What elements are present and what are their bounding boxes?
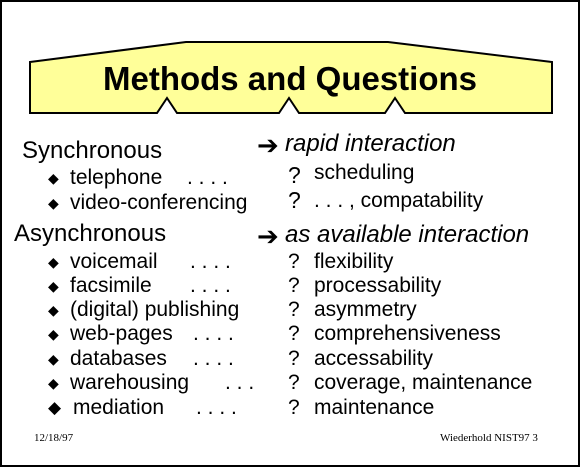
async-item-answer: flexibility — [314, 250, 394, 273]
async-item-dots: . . . — [225, 371, 255, 394]
async-item-dots: . . . . — [190, 274, 231, 297]
slide-title: Methods and Questions — [102, 60, 478, 97]
question-mark: ? — [288, 274, 300, 297]
async-item-answer: maintenance — [314, 396, 435, 419]
async-item-answer: coverage, maintenance — [314, 371, 533, 394]
question-mark: ? — [288, 187, 301, 213]
async-item-label: voicemail — [70, 250, 158, 273]
async-item-answer: comprehensiveness — [314, 322, 501, 345]
async-item-dots: . . . . — [193, 322, 234, 345]
async-item-dots: . . . . — [193, 347, 234, 370]
bullet-diamond-icon: ◆ — [48, 326, 59, 342]
async-item-dots: . . . . — [196, 396, 237, 419]
synchronous-question: rapid interaction — [285, 130, 456, 157]
arrow-right-icon: ➔ — [257, 130, 279, 160]
footer-date: 12/18/97 — [34, 432, 74, 444]
async-item-label: (digital) publishing — [70, 298, 240, 321]
question-mark: ? — [288, 322, 300, 345]
question-mark: ? — [288, 250, 300, 273]
asynchronous-heading: Asynchronous — [14, 220, 167, 247]
bullet-diamond-icon: ◆ — [48, 254, 59, 270]
bullet-diamond-icon: ◆ — [48, 375, 59, 391]
question-mark: ? — [288, 347, 300, 370]
question-mark: ? — [288, 371, 300, 394]
bullet-diamond-icon: ◆ — [48, 170, 59, 186]
question-mark: ? — [288, 162, 301, 188]
bullet-diamond-icon: ◆ — [48, 351, 59, 367]
question-mark: ? — [288, 396, 300, 419]
bullet-diamond-icon: ◆ — [48, 302, 59, 318]
async-item-label: databases — [70, 347, 167, 370]
sync-item-label: video-conferencing — [70, 191, 248, 214]
asynchronous-question: as available interaction — [285, 221, 530, 248]
question-mark: ? — [288, 298, 300, 321]
async-item-dots: . . . . — [190, 250, 231, 273]
bullet-diamond-icon: ◆ — [48, 278, 59, 294]
async-item-label: web-pages — [70, 322, 173, 345]
footer-credit: Wiederhold NIST97 3 — [440, 432, 538, 444]
async-item-answer: accessability — [314, 347, 434, 370]
async-item-label: warehousing — [70, 371, 190, 394]
title-banner — [29, 41, 553, 114]
async-item-label: facsimile — [70, 274, 152, 297]
synchronous-heading: Synchronous — [22, 137, 163, 164]
arrow-right-icon: ➔ — [257, 221, 279, 251]
bullet-diamond-icon: ◆ — [48, 195, 59, 211]
sync-item-label: telephone — [70, 166, 163, 189]
sync-item-answer: scheduling — [314, 161, 415, 184]
async-item-answer: processability — [314, 274, 442, 297]
bullet-diamond-icon: ◆ — [48, 398, 62, 417]
async-item-answer: asymmetry — [314, 298, 417, 321]
async-item-label: mediation — [73, 396, 165, 419]
sync-item-dots: . . . . — [187, 166, 228, 189]
sync-item-answer: . . . , compatability — [314, 189, 484, 212]
